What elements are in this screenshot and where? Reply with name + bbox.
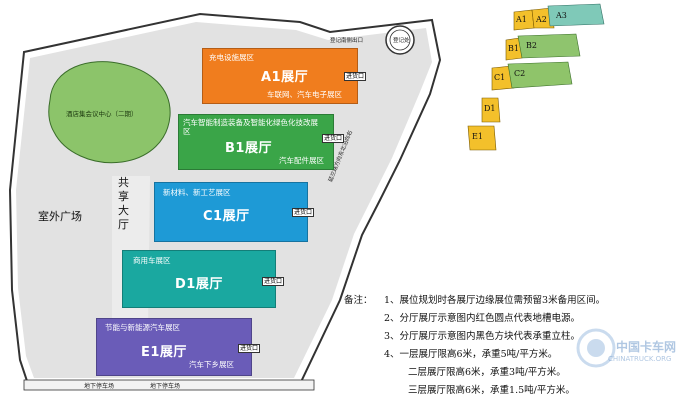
watermark-cn: 中国卡车网	[616, 340, 677, 354]
note-6: 三层展厅限高6米，承重1.5吨/平方米。	[408, 385, 575, 396]
floor-label-c1: C1	[494, 73, 506, 82]
plaza-label: 室外广场	[38, 210, 82, 223]
floor-label-a3: A3	[556, 11, 567, 20]
floor-label-a1: A1	[516, 15, 527, 24]
hall-a1-top-note: 充电设施展区	[209, 53, 254, 62]
hall-b1-top-note: 汽车智能制造装备及智能化绿色化技改展区	[183, 118, 318, 136]
note-3: 3、分厅展厅示意图内黑色方块代表承重立柱。	[384, 331, 581, 342]
hall-c1-top-note: 新材料、新工艺展区	[163, 188, 231, 197]
note-2: 2、分厅展厅示意图内红色圆点代表地槽电源。	[384, 313, 581, 324]
notes-prefix: 备注：	[344, 295, 373, 306]
registration-label: 登记处	[393, 38, 410, 44]
hall-e1-sub-note: 汽车下乡展区	[189, 360, 234, 369]
hall-c1[interactable]: 新材料、新工艺展区 C1展厅	[154, 182, 308, 242]
floor-label-d1: D1	[484, 104, 496, 113]
hall-b1-door: 进货口	[322, 134, 345, 143]
note-4: 4、一层展厅限高6米，承重5吨/平方米。	[384, 349, 558, 360]
hall-d1-top-note: 商用车展区	[133, 256, 171, 265]
top-gate-label: 登记南侧出口	[330, 38, 364, 44]
note-1: 1、展位规划时各展厅边缘展位需预留3米备用区间。	[384, 295, 606, 306]
hall-e1-top-note: 节能与新能源汽车展区	[105, 323, 180, 332]
hall-a1-door: 进货口	[344, 72, 367, 81]
floor-plan-mini	[467, 3, 605, 151]
hall-b1[interactable]: 汽车智能制造装备及智能化绿色化技改展区 B1展厅 汽车配件展区	[178, 114, 334, 170]
hotel-area	[48, 61, 171, 164]
floor-label-e1: E1	[472, 132, 483, 141]
hall-e1-name: E1展厅	[141, 345, 187, 360]
bottom-label-1: 地下停车场	[84, 383, 115, 390]
bottom-label-2: 地下停车场	[150, 383, 181, 390]
hall-b1-sub-note: 汽车配件展区	[279, 156, 324, 165]
hall-d1-name: D1展厅	[175, 277, 223, 292]
watermark-en: CHINATRUCK.ORG	[608, 355, 672, 363]
hall-e1-door: 进货口	[238, 344, 261, 353]
floor-label-c2: C2	[514, 69, 526, 78]
hall-a1-sub-note: 车联网、汽车电子展区	[267, 90, 342, 99]
watermark-logo	[576, 328, 616, 368]
floor-label-b2: B2	[526, 41, 537, 50]
hall-d1-door: 进货口	[262, 277, 285, 286]
corridor-label: 共享大厅	[118, 176, 129, 231]
floor-label-a2: A2	[536, 15, 547, 24]
hall-a1-name: A1展厅	[261, 70, 309, 85]
hall-e1[interactable]: 节能与新能源汽车展区 E1展厅 汽车下乡展区	[96, 318, 252, 376]
hall-d1[interactable]: 商用车展区 D1展厅	[122, 250, 276, 308]
hall-a1[interactable]: 充电设施展区 A1展厅 车联网、汽车电子展区	[202, 48, 358, 104]
floor-label-b1: B1	[508, 44, 519, 53]
hall-c1-name: C1展厅	[203, 209, 250, 224]
hall-c1-door: 进货口	[292, 208, 315, 217]
note-5: 二层展厅限高6米，承重3吨/平方米。	[408, 367, 566, 378]
hotel-label: 酒店集会议中心（二期）	[66, 110, 138, 118]
hall-b1-name: B1展厅	[225, 141, 272, 156]
